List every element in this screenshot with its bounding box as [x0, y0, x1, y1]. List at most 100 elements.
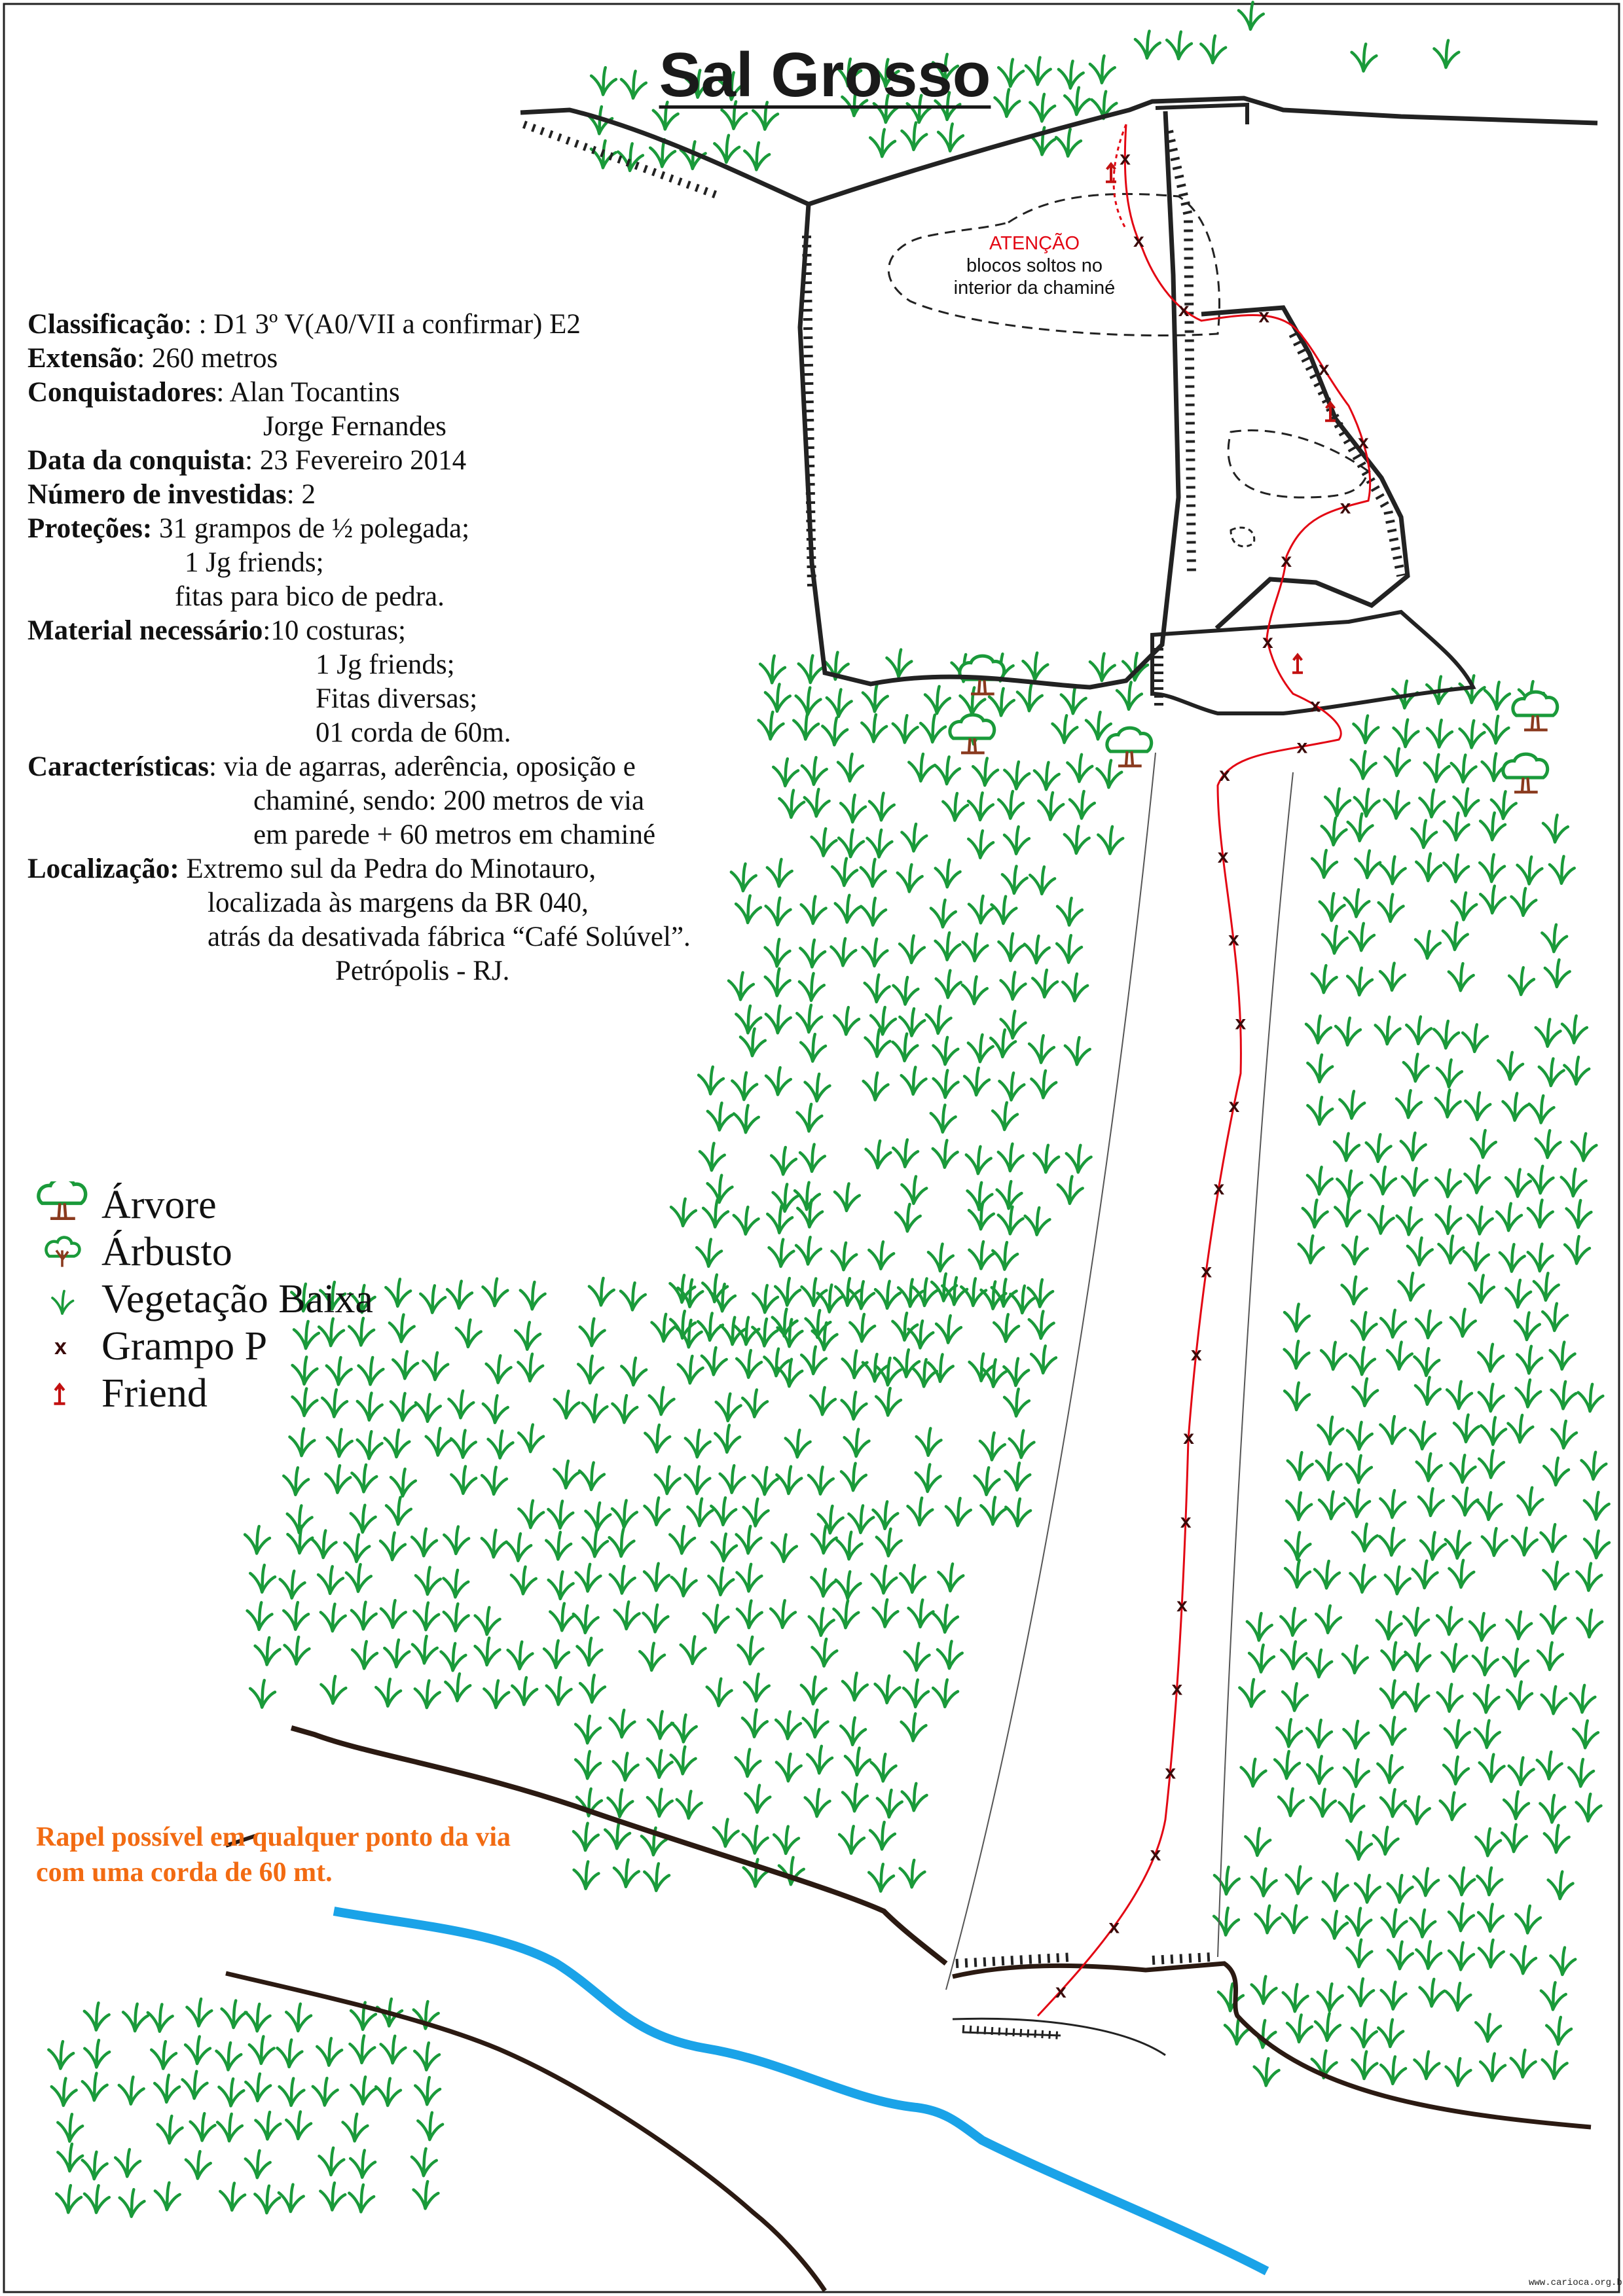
- info-material-line-1: 1 Jg friends;: [316, 649, 455, 680]
- vegetation-tuft: [1307, 1756, 1332, 1783]
- vegetation-tuft: [1026, 58, 1051, 84]
- vegetation-tuft: [1335, 1199, 1360, 1226]
- vegetation-tuft: [900, 936, 924, 963]
- wall-edge-right: [1217, 772, 1294, 1958]
- vegetation-tuft: [1337, 1171, 1362, 1198]
- vegetation-tuft: [1378, 2020, 1403, 2047]
- vegetation-tuft: [671, 1747, 696, 1774]
- vegetation-tuft: [973, 758, 998, 785]
- vegetation-tuft: [1307, 1720, 1332, 1747]
- vegetation-tuft: [744, 143, 769, 170]
- vegetation-tuft: [1449, 1943, 1474, 1969]
- vegetation-tuft: [1436, 1170, 1461, 1196]
- vegetation-tuft: [753, 1285, 778, 1312]
- vegetation-tuft: [1366, 1134, 1391, 1161]
- vegetation-tuft: [1454, 1415, 1479, 1442]
- loose-blocks-outline: [887, 192, 1220, 337]
- vegetation-tuft: [894, 977, 919, 1004]
- base-hatching: [955, 1952, 1212, 1968]
- vegetation-tuft: [1061, 687, 1086, 713]
- vegetation-tuft: [681, 1636, 706, 1663]
- vegetation-tuft: [1351, 751, 1376, 778]
- vegetation-tuft: [672, 1715, 697, 1742]
- vegetation-tuft: [1528, 1244, 1553, 1271]
- info-caracteristicas: Características: via de agarras, aderênc…: [27, 751, 636, 782]
- vegetation-tuft: [574, 1605, 598, 1632]
- vegetation-tuft: [938, 1641, 962, 1668]
- vegetation-tuft: [827, 689, 852, 716]
- vegetation-tuft: [936, 1316, 961, 1342]
- vegetation-tuft: [486, 1355, 511, 1382]
- vegetation-tuft: [1090, 56, 1115, 82]
- vegetation-tuft: [585, 1503, 610, 1530]
- vegetation-tuft: [1388, 1942, 1413, 1969]
- vegetation-tuft: [969, 896, 994, 923]
- vegetation-tuft: [776, 1467, 801, 1494]
- vegetation-tuft: [386, 1279, 410, 1306]
- vegetation-tuft: [1385, 749, 1410, 776]
- vegetation-tuft: [1034, 1145, 1059, 1172]
- vegetation-tuft: [1239, 2, 1264, 29]
- vegetation-tuft: [1307, 1097, 1332, 1124]
- vegetation-tuft: [716, 1394, 741, 1421]
- vegetation-tuft: [512, 1677, 537, 1704]
- vegetation-tuft: [704, 1605, 729, 1632]
- vegetation-tuft: [456, 1319, 481, 1346]
- vegetation-tuft: [866, 1030, 890, 1056]
- vegetation-tuft: [1463, 1024, 1487, 1051]
- vegetation-tuft: [1379, 895, 1404, 922]
- vegetation-tuft: [1353, 1378, 1377, 1405]
- legend-item-friend: Friend: [36, 1370, 373, 1417]
- vegetation-tuft: [1552, 1382, 1577, 1408]
- vegetation-tuft: [414, 1603, 439, 1630]
- vegetation-tuft: [393, 1352, 418, 1378]
- vegetation-tuft: [997, 1181, 1022, 1208]
- vegetation-tuft: [280, 2079, 304, 2106]
- vegetation-tuft: [649, 1388, 674, 1414]
- vegetation-tuft: [652, 1314, 677, 1341]
- vegetation-tuft: [994, 90, 1019, 117]
- vegetation-tuft: [1413, 1869, 1438, 1895]
- vegetation-tuft: [1569, 1759, 1594, 1786]
- vegetation-tuft: [1485, 682, 1510, 709]
- summit-ridge: [520, 96, 1598, 207]
- vegetation-tuft: [1279, 1789, 1304, 1816]
- vegetation-tuft: [811, 1388, 835, 1414]
- vegetation-tuft: [420, 1285, 445, 1312]
- vegetation-tuft: [187, 1999, 211, 2026]
- vegetation-tuft: [351, 2077, 376, 2104]
- vegetation-tuft: [1029, 1035, 1054, 1062]
- vegetation-tuft: [1006, 1499, 1030, 1526]
- vegetation-tuft: [835, 895, 860, 922]
- vegetation-tuft: [615, 1602, 640, 1628]
- vegetation-tuft: [1518, 857, 1542, 884]
- vegetation-tuft: [1517, 1346, 1542, 1373]
- vegetation-tuft: [483, 1279, 507, 1306]
- vegetation-tuft: [1325, 789, 1350, 816]
- vegetation-tuft: [391, 1469, 416, 1496]
- vegetation-tuft: [902, 122, 926, 149]
- vegetation-tuft: [773, 1184, 798, 1211]
- legend-item-bolt: x Grampo P: [36, 1323, 373, 1370]
- vegetation-tuft: [861, 859, 886, 886]
- vegetation-tuft: [786, 1430, 811, 1457]
- vegetation-tuft: [1342, 1277, 1367, 1304]
- vegetation-tuft: [1355, 851, 1380, 878]
- vegetation-tuft: [873, 1501, 898, 1528]
- vegetation-tuft: [744, 1674, 769, 1701]
- vegetation-tuft: [1416, 1311, 1441, 1338]
- vegetation-tuft: [1034, 762, 1059, 789]
- vegetation-tuft: [1167, 32, 1192, 59]
- vegetation-tuft: [1444, 1757, 1468, 1784]
- vegetation-tuft: [902, 824, 926, 851]
- vegetation-tuft: [1421, 1532, 1446, 1559]
- vegetation-tuft: [928, 1354, 953, 1381]
- info-localizacao: Localização: Extremo sul da Pedra do Min…: [27, 853, 596, 884]
- vegetation-tuft: [1552, 1421, 1577, 1448]
- vegetation-tuft: [801, 1677, 826, 1704]
- vegetation-tuft: [1534, 1273, 1559, 1300]
- vegetation-tuft: [993, 1103, 1017, 1130]
- legend-item-shrub: Árbusto: [36, 1229, 373, 1276]
- vegetation-tuft: [766, 1067, 791, 1094]
- vegetation-tuft: [1285, 1341, 1309, 1368]
